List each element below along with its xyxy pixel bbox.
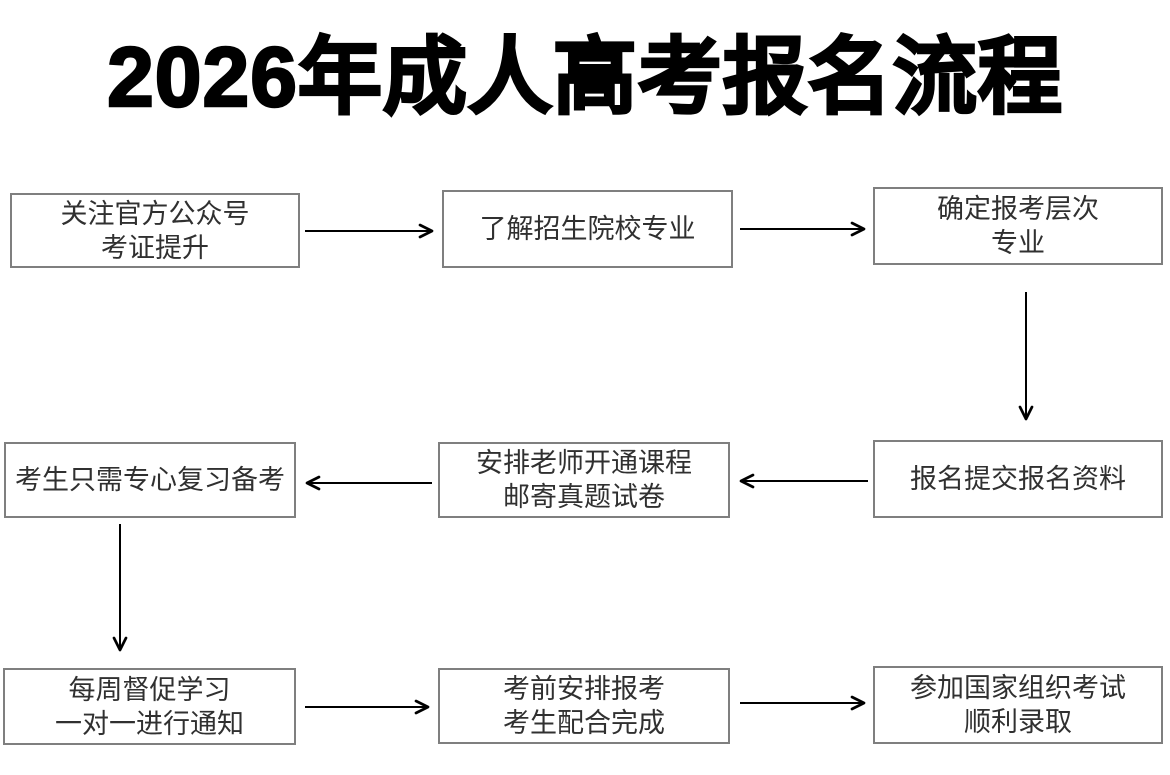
step-box-submit-registration-materials: 报名提交报名资料	[873, 440, 1163, 518]
step-text: 参加国家组织考试	[910, 673, 1126, 703]
step-text: 报名提交报名资料	[910, 464, 1126, 494]
step-box-weekly-study-supervision: 每周督促学习 一对一进行通知	[3, 668, 296, 745]
step-text: 确定报考层次	[937, 194, 1099, 224]
step-box-decide-level-major: 确定报考层次 专业	[873, 187, 1163, 265]
step-box-pre-exam-arrangement: 考前安排报考 考生配合完成	[438, 668, 730, 744]
page-title: 2026年成人高考报名流程	[106, 29, 1063, 126]
step-text: 关注官方公众号	[60, 198, 250, 229]
step-text: 安排老师开通课程	[476, 448, 692, 478]
step-text: 每周督促学习	[68, 674, 231, 705]
step-text: 一对一进行通知	[55, 708, 244, 739]
step-box-take-national-exam: 参加国家组织考试 顺利录取	[873, 666, 1163, 744]
step-text: 了解招生院校专业	[479, 214, 696, 244]
step-text: 考生配合完成	[503, 708, 665, 738]
step-box-learn-school-majors: 了解招生院校专业	[442, 190, 733, 268]
step-text: 邮寄真题试卷	[503, 482, 665, 512]
step-box-follow-official-account: 关注官方公众号 考证提升	[10, 193, 300, 268]
step-text: 专业	[991, 228, 1045, 258]
step-text: 考前安排报考	[503, 674, 665, 704]
step-box-teacher-opens-course: 安排老师开通课程 邮寄真题试卷	[438, 442, 730, 518]
step-text: 考生只需专心复习备考	[15, 465, 285, 495]
step-box-focus-on-review: 考生只需专心复习备考	[4, 442, 296, 518]
step-text: 顺利录取	[964, 707, 1072, 737]
step-text: 考证提升	[101, 232, 209, 263]
